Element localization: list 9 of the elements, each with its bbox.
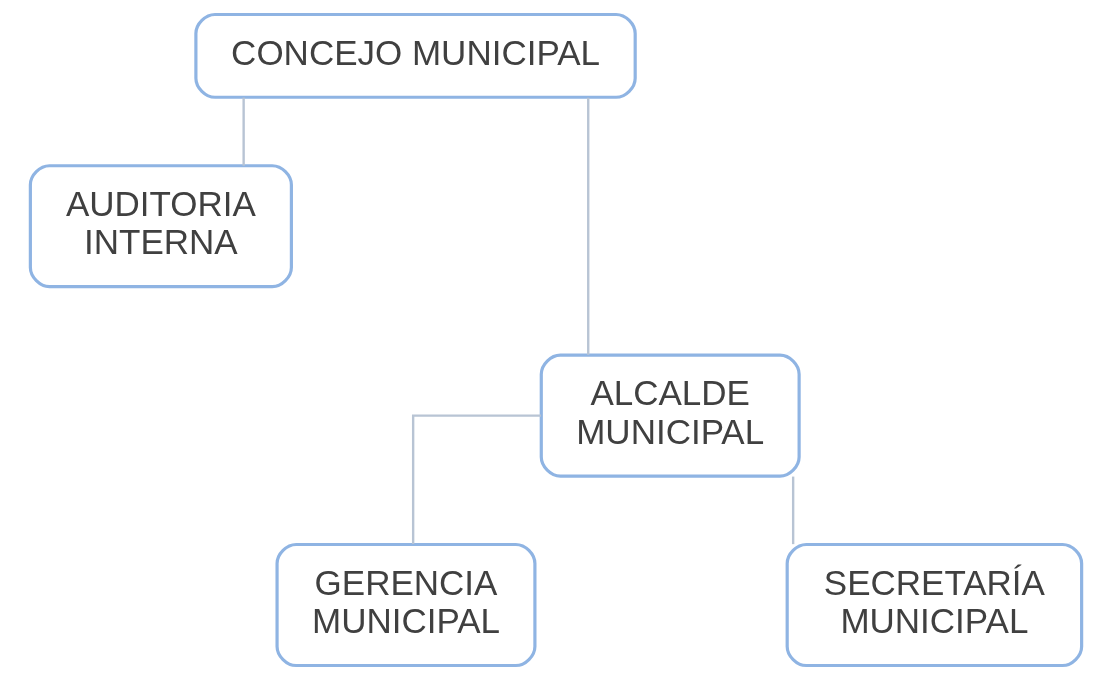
node-box: GERENCIA MUNICIPAL — [275, 542, 537, 668]
node-box: AUDITORIA INTERNA — [28, 164, 293, 289]
connector — [587, 97, 590, 355]
connector — [791, 476, 795, 545]
connector — [411, 414, 541, 545]
node-box: CONCEJO MUNICIPAL — [194, 12, 637, 99]
connector — [242, 97, 245, 166]
node-box: SECRETARÍA MUNICIPAL — [785, 542, 1084, 668]
node-box: ALCALDE MUNICIPAL — [539, 353, 801, 478]
